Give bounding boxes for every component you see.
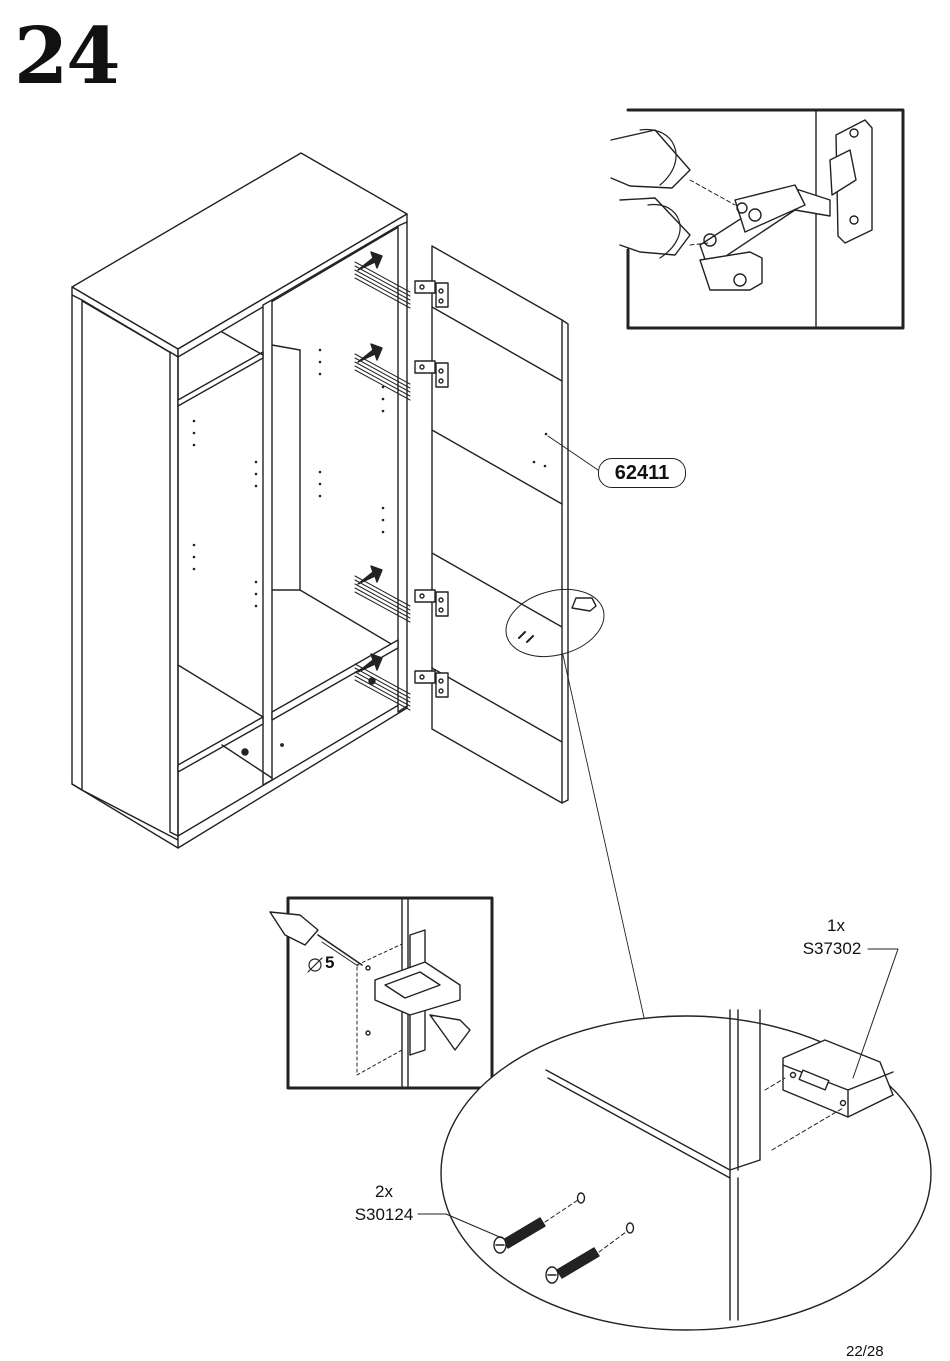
wardrobe-carcass [72, 153, 407, 848]
drill-diameter-label: 5 [325, 953, 334, 973]
page-number: 22/28 [846, 1343, 884, 1360]
door-part-label: 62411 [598, 458, 686, 488]
hinge-detail-inset [611, 110, 903, 328]
lock-plate-code: S37302 [796, 939, 868, 959]
screw-code: S30124 [348, 1205, 420, 1225]
drill-jig-inset [270, 898, 492, 1088]
lock-detail-ellipse [418, 949, 931, 1330]
screw-qty: 2x [356, 1182, 412, 1202]
door-panel [415, 246, 598, 803]
lock-plate-qty: 1x [806, 916, 866, 936]
